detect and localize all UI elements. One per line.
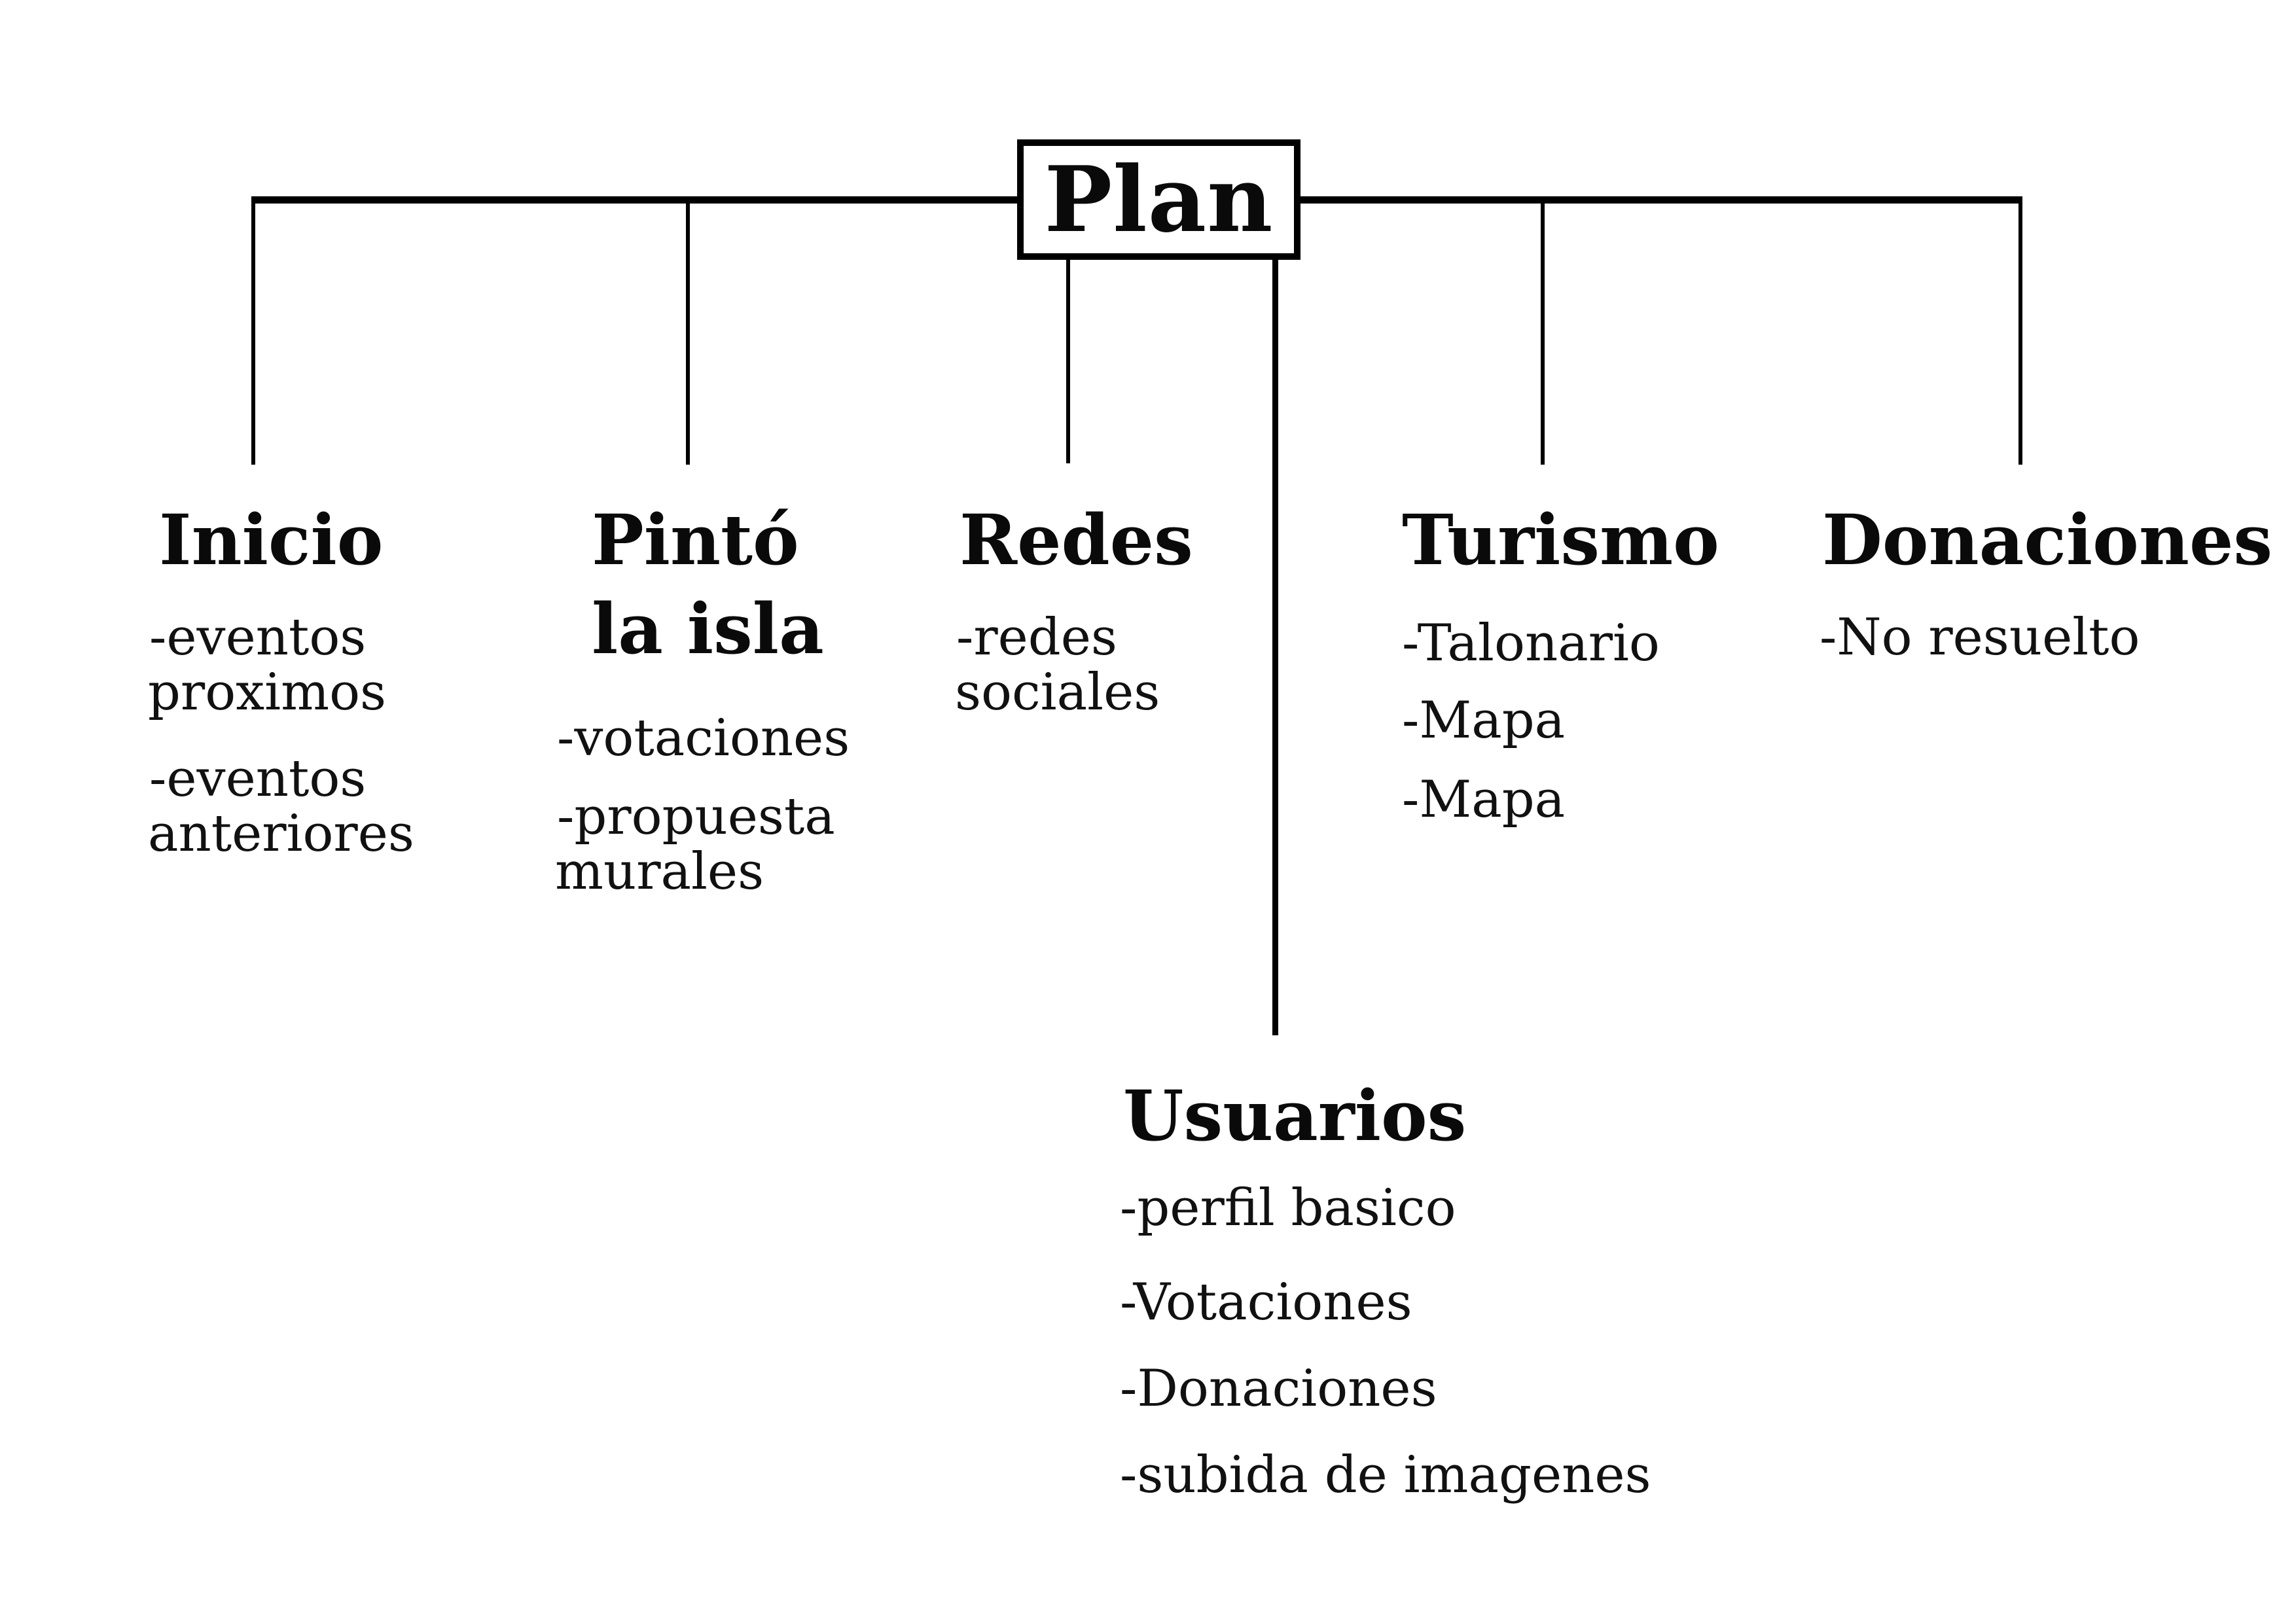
connector-drop-inicio bbox=[251, 196, 255, 465]
branch-heading: Donaciones bbox=[1822, 499, 2273, 580]
root-node-plan: Plan bbox=[1017, 139, 1300, 260]
branch-heading: Redes bbox=[960, 499, 1193, 580]
branch-item-line: -eventos bbox=[149, 749, 367, 808]
root-node-label: Plan bbox=[1044, 146, 1274, 253]
branch-item-line: sociales bbox=[955, 663, 1160, 722]
branch-heading: Inicio bbox=[159, 499, 384, 580]
branch-item-line: -Mapa bbox=[1402, 691, 1566, 750]
branch-item-line: -No resuelto bbox=[1820, 608, 2140, 667]
branch-heading: Turismo bbox=[1402, 499, 1719, 580]
branch-item-line: -Donaciones bbox=[1120, 1359, 1437, 1418]
branch-item-line: -Talonario bbox=[1402, 614, 1660, 673]
branch-item-line: -Mapa bbox=[1402, 770, 1566, 829]
branch-item-line: proximos bbox=[148, 663, 387, 722]
branch-item-line: -propuesta bbox=[557, 787, 835, 846]
branch-item-line: -subida de imagenes bbox=[1120, 1446, 1651, 1505]
branch-heading: Usuarios bbox=[1123, 1075, 1467, 1156]
branch-item-line: -votaciones bbox=[557, 709, 850, 768]
connector-drop-turismo bbox=[1541, 196, 1545, 465]
connector-drop-donaciones bbox=[2018, 196, 2022, 465]
branch-item-line: murales bbox=[555, 842, 764, 901]
connector-drop-pinto-la-isla bbox=[686, 196, 690, 465]
branch-item-line: -perfil basico bbox=[1120, 1179, 1456, 1238]
branch-heading: Pintó bbox=[592, 499, 799, 580]
branch-item-line: -Votaciones bbox=[1120, 1273, 1412, 1332]
connector-drop-usuarios bbox=[1272, 255, 1278, 1035]
connector-drop-redes bbox=[1066, 255, 1070, 463]
branch-item-line: -redes bbox=[956, 608, 1117, 667]
branch-item-line: anteriores bbox=[148, 804, 414, 863]
branch-item-line: -eventos bbox=[149, 608, 367, 667]
branch-heading: la isla bbox=[592, 588, 824, 669]
